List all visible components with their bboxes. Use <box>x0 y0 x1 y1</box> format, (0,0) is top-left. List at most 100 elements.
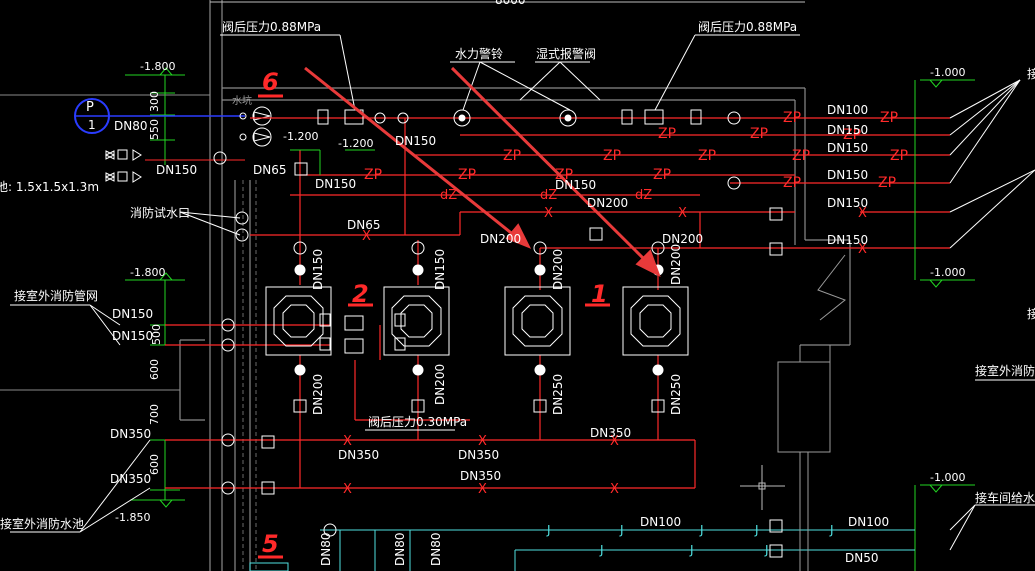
svg-text:ZP: ZP <box>890 148 908 164</box>
svg-text:ZP: ZP <box>783 175 801 191</box>
zp-codes: ZP ZP ZP ZP ZP ZP ZP ZP ZP ZP ZP ZP ZP Z… <box>364 110 908 191</box>
red-pipes <box>165 117 950 489</box>
connect-outdoor-net: 接室外消防管网 <box>14 288 98 303</box>
pipe-dn200-a: DN200 <box>480 232 521 246</box>
svg-text:J: J <box>689 543 694 557</box>
wet-alarm-valve: 湿式报警阀 <box>536 46 596 61</box>
jockey-pumps <box>239 106 272 147</box>
dim-700: 700 <box>148 404 161 425</box>
left-leaders <box>10 211 1035 533</box>
svg-text:X: X <box>343 434 352 449</box>
elev-7: -1.000 <box>930 266 965 279</box>
svg-text:dZ: dZ <box>440 188 457 203</box>
pipe-dn350-b: DN350 <box>458 448 499 462</box>
svg-text:ZP: ZP <box>658 126 676 142</box>
dim-550: 550 <box>148 119 161 140</box>
svg-text:DN200: DN200 <box>311 374 325 415</box>
right-structure <box>777 254 847 571</box>
pipe-dn65-b: DN65 <box>347 218 381 232</box>
svg-text:J: J <box>829 523 834 537</box>
pit-label: 水坑 <box>232 94 252 107</box>
valve-pressure-mid: 阀后压力0.30MPa <box>368 415 467 429</box>
svg-text:DN250: DN250 <box>551 374 565 415</box>
pipe-dn350-f: DN350 <box>110 472 151 486</box>
svg-text:DN80: DN80 <box>393 533 407 567</box>
svg-text:ZP: ZP <box>503 148 521 164</box>
pipe-dn200-c: DN200 <box>662 232 703 246</box>
pipe-dn150-r3: DN150 <box>827 141 868 155</box>
svg-text:DN80: DN80 <box>429 533 443 567</box>
elev-2: -1.800 <box>130 266 165 279</box>
dim-600a: 600 <box>148 359 161 380</box>
svg-text:DN150: DN150 <box>311 249 325 290</box>
top-dimension-text: 8000 <box>495 0 526 7</box>
pipe-dn350-c: DN350 <box>590 426 631 440</box>
pipe-dn200-b: DN200 <box>587 196 628 210</box>
svg-text:J: J <box>546 523 551 537</box>
svg-text:DN150: DN150 <box>433 249 447 290</box>
dn80-label: DN80 <box>114 119 148 133</box>
pipe-dn150-r5: DN150 <box>827 196 868 210</box>
test-outlet: 消防试水口 <box>130 205 190 220</box>
svg-text:DN200: DN200 <box>669 244 683 285</box>
green-lines <box>290 79 975 571</box>
vertical-labels: DN150 DN150 DN200 DN200 DN200 DN200 DN25… <box>311 244 683 566</box>
pipe-dn150-l1: DN150 <box>112 307 153 321</box>
svg-text:ZP: ZP <box>792 148 810 164</box>
pipe-dn150-l2: DN150 <box>112 329 153 343</box>
svg-text:J: J <box>764 543 769 557</box>
pipe-dn100-r1: DN100 <box>827 103 868 117</box>
pipe-dn100-b2: DN100 <box>848 515 889 529</box>
dim-500: 500 <box>150 324 163 345</box>
svg-text:dZ: dZ <box>540 188 557 203</box>
elev-5: -1.200 <box>338 137 373 150</box>
elev-8: -1.000 <box>930 471 965 484</box>
dim-300a: 300 <box>148 91 161 112</box>
svg-text:ZP: ZP <box>364 167 382 183</box>
svg-text:ZP: ZP <box>880 110 898 126</box>
left-dims-mid <box>125 272 185 346</box>
connect-right-top: 接 <box>1027 66 1035 81</box>
svg-text:DN200: DN200 <box>551 249 565 290</box>
svg-text:ZP: ZP <box>653 167 671 183</box>
fire-pumps <box>265 286 689 356</box>
svg-text:X: X <box>858 206 867 221</box>
num-6: 6 <box>262 68 279 96</box>
svg-text:ZP: ZP <box>878 175 896 191</box>
connect-outdoor-right: 接室外消防 <box>975 363 1035 378</box>
svg-text:J: J <box>619 523 624 537</box>
elev-6: -1.000 <box>930 66 965 79</box>
pipe-dn150-d: DN150 <box>555 178 596 192</box>
svg-text:DN250: DN250 <box>669 374 683 415</box>
dim-600b: 600 <box>148 454 161 475</box>
dn65-a-label: DN65 <box>253 163 287 177</box>
svg-text:ZP: ZP <box>555 167 573 183</box>
svg-text:ZP: ZP <box>603 148 621 164</box>
svg-text:X: X <box>678 206 687 221</box>
pipe-dn100-b1: DN100 <box>640 515 681 529</box>
valve-boxes <box>261 109 783 558</box>
connect-right-mid: 接 <box>1027 306 1035 321</box>
svg-text:J: J <box>754 523 759 537</box>
svg-text:ZP: ZP <box>783 110 801 126</box>
labels: 阀后压力0.88MPa 阀后压力0.88MPa 阀后压力0.30MPa 水力警铃… <box>0 20 1035 565</box>
dn150-a-label: DN150 <box>156 163 197 177</box>
svg-text:X: X <box>478 434 487 449</box>
valve-pressure-right: 阀后压力0.88MPa <box>698 20 797 34</box>
elev-4: -1.200 <box>283 130 318 143</box>
num-1: 1 <box>591 280 608 308</box>
connect-garage: 接车间给水管 <box>975 490 1035 505</box>
svg-text:ZP: ZP <box>750 126 768 142</box>
connect-outdoor-pool: 接室外消防水池 <box>0 516 84 531</box>
elev-3: -1.850 <box>115 511 150 524</box>
num-5: 5 <box>262 530 279 558</box>
pipe-dn150-r2: DN150 <box>827 123 868 137</box>
pool-size: 池: 1.5x1.5x1.3m <box>0 180 99 194</box>
pipe-dn150-r6: DN150 <box>827 233 868 247</box>
annotation-arrows <box>304 66 661 278</box>
svg-text:dZ: dZ <box>635 188 652 203</box>
pipe-dn150-c: DN150 <box>315 177 356 191</box>
right-fans <box>949 79 1035 551</box>
svg-text:X: X <box>858 242 867 257</box>
